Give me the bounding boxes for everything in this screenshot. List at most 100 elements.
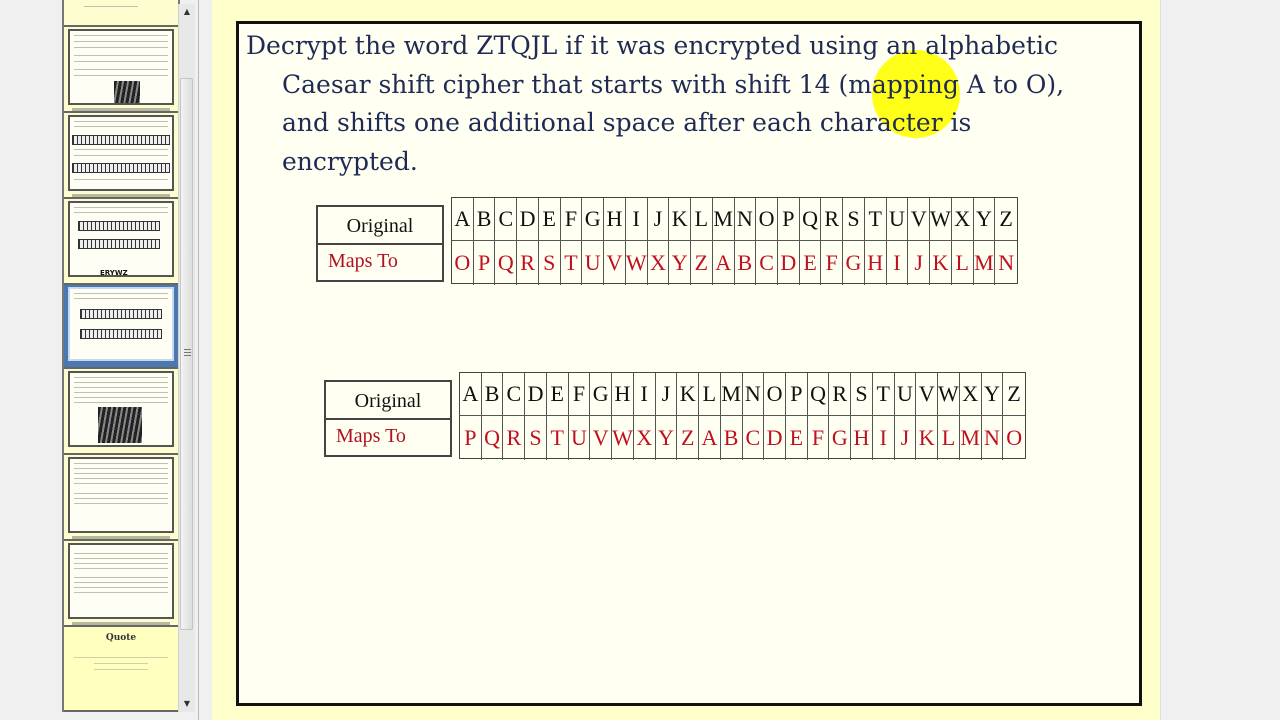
maps-to-letter-cell: C — [743, 416, 765, 460]
problem-line-1: Decrypt the word ZTQJL if it was encrypt… — [246, 31, 1058, 60]
original-letter-cell: G — [582, 198, 605, 241]
original-letter-cell: C — [495, 198, 518, 241]
problem-line-4: encrypted. — [282, 146, 418, 176]
original-letter-cell: W — [930, 198, 952, 241]
thumbnail-scrollbar[interactable]: ▲ ▼ — [178, 4, 195, 712]
original-letter-cell: Y — [981, 373, 1004, 416]
maps-to-letter-cell: B — [721, 416, 743, 460]
maps-to-letter-cell: F — [821, 241, 844, 285]
original-letter-cell: G — [590, 373, 613, 416]
maps-to-letter-cell: Q — [482, 416, 504, 460]
maps-to-letter-cell: Y — [656, 416, 678, 460]
label-original: Original — [326, 382, 450, 420]
original-letter-cell: R — [829, 373, 852, 416]
slide-canvas: Decrypt the word ZTQJL if it was encrypt… — [212, 0, 1160, 720]
original-letter-cell: Z — [995, 198, 1017, 241]
maps-to-letter-cell: O — [1006, 425, 1023, 450]
slide-thumbnail-6[interactable] — [64, 455, 178, 541]
maps-to-letter-cell: U — [582, 241, 605, 285]
maps-to-letter-cell: J — [908, 241, 931, 285]
maps-to-letter-cell: E — [786, 416, 808, 460]
pane-splitter[interactable] — [198, 0, 213, 720]
maps-to-letter-cell: X — [634, 416, 656, 460]
original-letter-cell: C — [503, 373, 526, 416]
scrollbar-thumb[interactable] — [180, 78, 193, 630]
maps-to-letter-cell: A — [713, 241, 735, 285]
original-letter-cell: A — [460, 373, 482, 416]
original-letter-cell: R — [821, 198, 844, 241]
slide-thumbnail-4-selected[interactable] — [64, 285, 178, 369]
original-letter-cell: K — [677, 373, 700, 416]
maps-to-letter-cell: X — [648, 241, 670, 285]
maps-to-letter-cell: U — [569, 416, 591, 460]
original-letter-cell: Q — [799, 198, 822, 241]
right-margin — [1160, 0, 1280, 720]
maps-to-letter-cell: F — [808, 416, 830, 460]
maps-to-letter-cell: I — [873, 416, 895, 460]
slide-thumbnail-2[interactable] — [64, 113, 178, 199]
original-letter-cell: V — [908, 198, 931, 241]
maps-to-letter-cell: L — [938, 416, 960, 460]
maps-to-letter-cell: B — [735, 241, 757, 285]
original-letter-cell: M — [712, 198, 735, 241]
original-letter-cell: H — [612, 373, 634, 416]
slide-thumbnail-pane: ERYWZ Quote — [62, 0, 180, 712]
original-letter-cell: B — [473, 198, 496, 241]
slide-thumbnail-1[interactable] — [64, 27, 178, 113]
original-letter-cell: D — [517, 198, 539, 241]
original-letter-cell: O — [756, 198, 778, 241]
original-letter-cell: V — [916, 373, 939, 416]
slide-thumbnail-5[interactable] — [64, 369, 178, 455]
thumbnail-photo — [114, 81, 140, 103]
maps-to-letter-cell: H — [851, 416, 873, 460]
maps-to-letter-cell: A — [699, 416, 721, 460]
slide-thumbnail-3[interactable]: ERYWZ — [64, 199, 178, 285]
maps-to-letter-cell: G — [843, 241, 865, 285]
original-letter-cell: Z — [1003, 373, 1025, 416]
maps-to-letter-cell: I — [887, 241, 909, 285]
slide-thumbnail-prev-partial[interactable] — [64, 0, 178, 27]
original-letter-cell: A — [452, 198, 474, 241]
scroll-up-arrow-icon[interactable]: ▲ — [183, 7, 191, 16]
scroll-down-arrow-icon[interactable]: ▼ — [183, 699, 191, 708]
maps-to-letter-cell: D — [778, 241, 800, 285]
original-letter-cell: L — [691, 198, 713, 241]
original-letter-cell: U — [886, 198, 909, 241]
original-letter-cell: E — [546, 373, 569, 416]
original-letter-cell: M — [720, 373, 743, 416]
slide-content-frame — [236, 21, 1142, 706]
label-original: Original — [318, 207, 442, 245]
original-letter-cell: W — [938, 373, 960, 416]
original-letter-cell: S — [851, 373, 873, 416]
original-letter-cell: J — [655, 373, 678, 416]
maps-to-letter-cell: L — [952, 241, 974, 285]
maps-to-letter-cell: R — [517, 241, 539, 285]
cipher-table-1-labels: Original Maps To — [316, 205, 444, 282]
original-letter-cell: X — [951, 198, 974, 241]
slide-thumbnail-7[interactable] — [64, 541, 178, 627]
original-letter-cell: T — [872, 373, 895, 416]
scrollbar-grip-icon — [184, 349, 191, 357]
maps-to-letter-cell: G — [829, 416, 852, 460]
original-letter-cell: J — [647, 198, 670, 241]
cipher-table-2-labels: Original Maps To — [324, 380, 452, 457]
original-letter-cell: F — [568, 373, 591, 416]
problem-line-2: Caesar shift cipher that starts with shi… — [282, 69, 1065, 99]
original-letter-cell: T — [864, 198, 887, 241]
left-margin — [0, 0, 62, 720]
label-maps-to: Maps To — [328, 250, 398, 272]
thumbnail-photo — [98, 407, 142, 443]
maps-to-letter-cell: S — [525, 416, 547, 460]
original-letter-cell: K — [669, 198, 692, 241]
original-letter-cell: E — [538, 198, 561, 241]
maps-to-letter-cell: Z — [677, 416, 700, 460]
maps-to-letter-cell: R — [503, 416, 526, 460]
maps-to-letter-cell: C — [756, 241, 778, 285]
original-letter-cell: F — [560, 198, 583, 241]
maps-to-letter-cell: K — [930, 241, 952, 285]
maps-to-letter-cell: T — [547, 416, 569, 460]
maps-to-letter-cell: N — [982, 416, 1004, 460]
slide-thumbnail-8-quote[interactable]: Quote — [64, 627, 178, 712]
